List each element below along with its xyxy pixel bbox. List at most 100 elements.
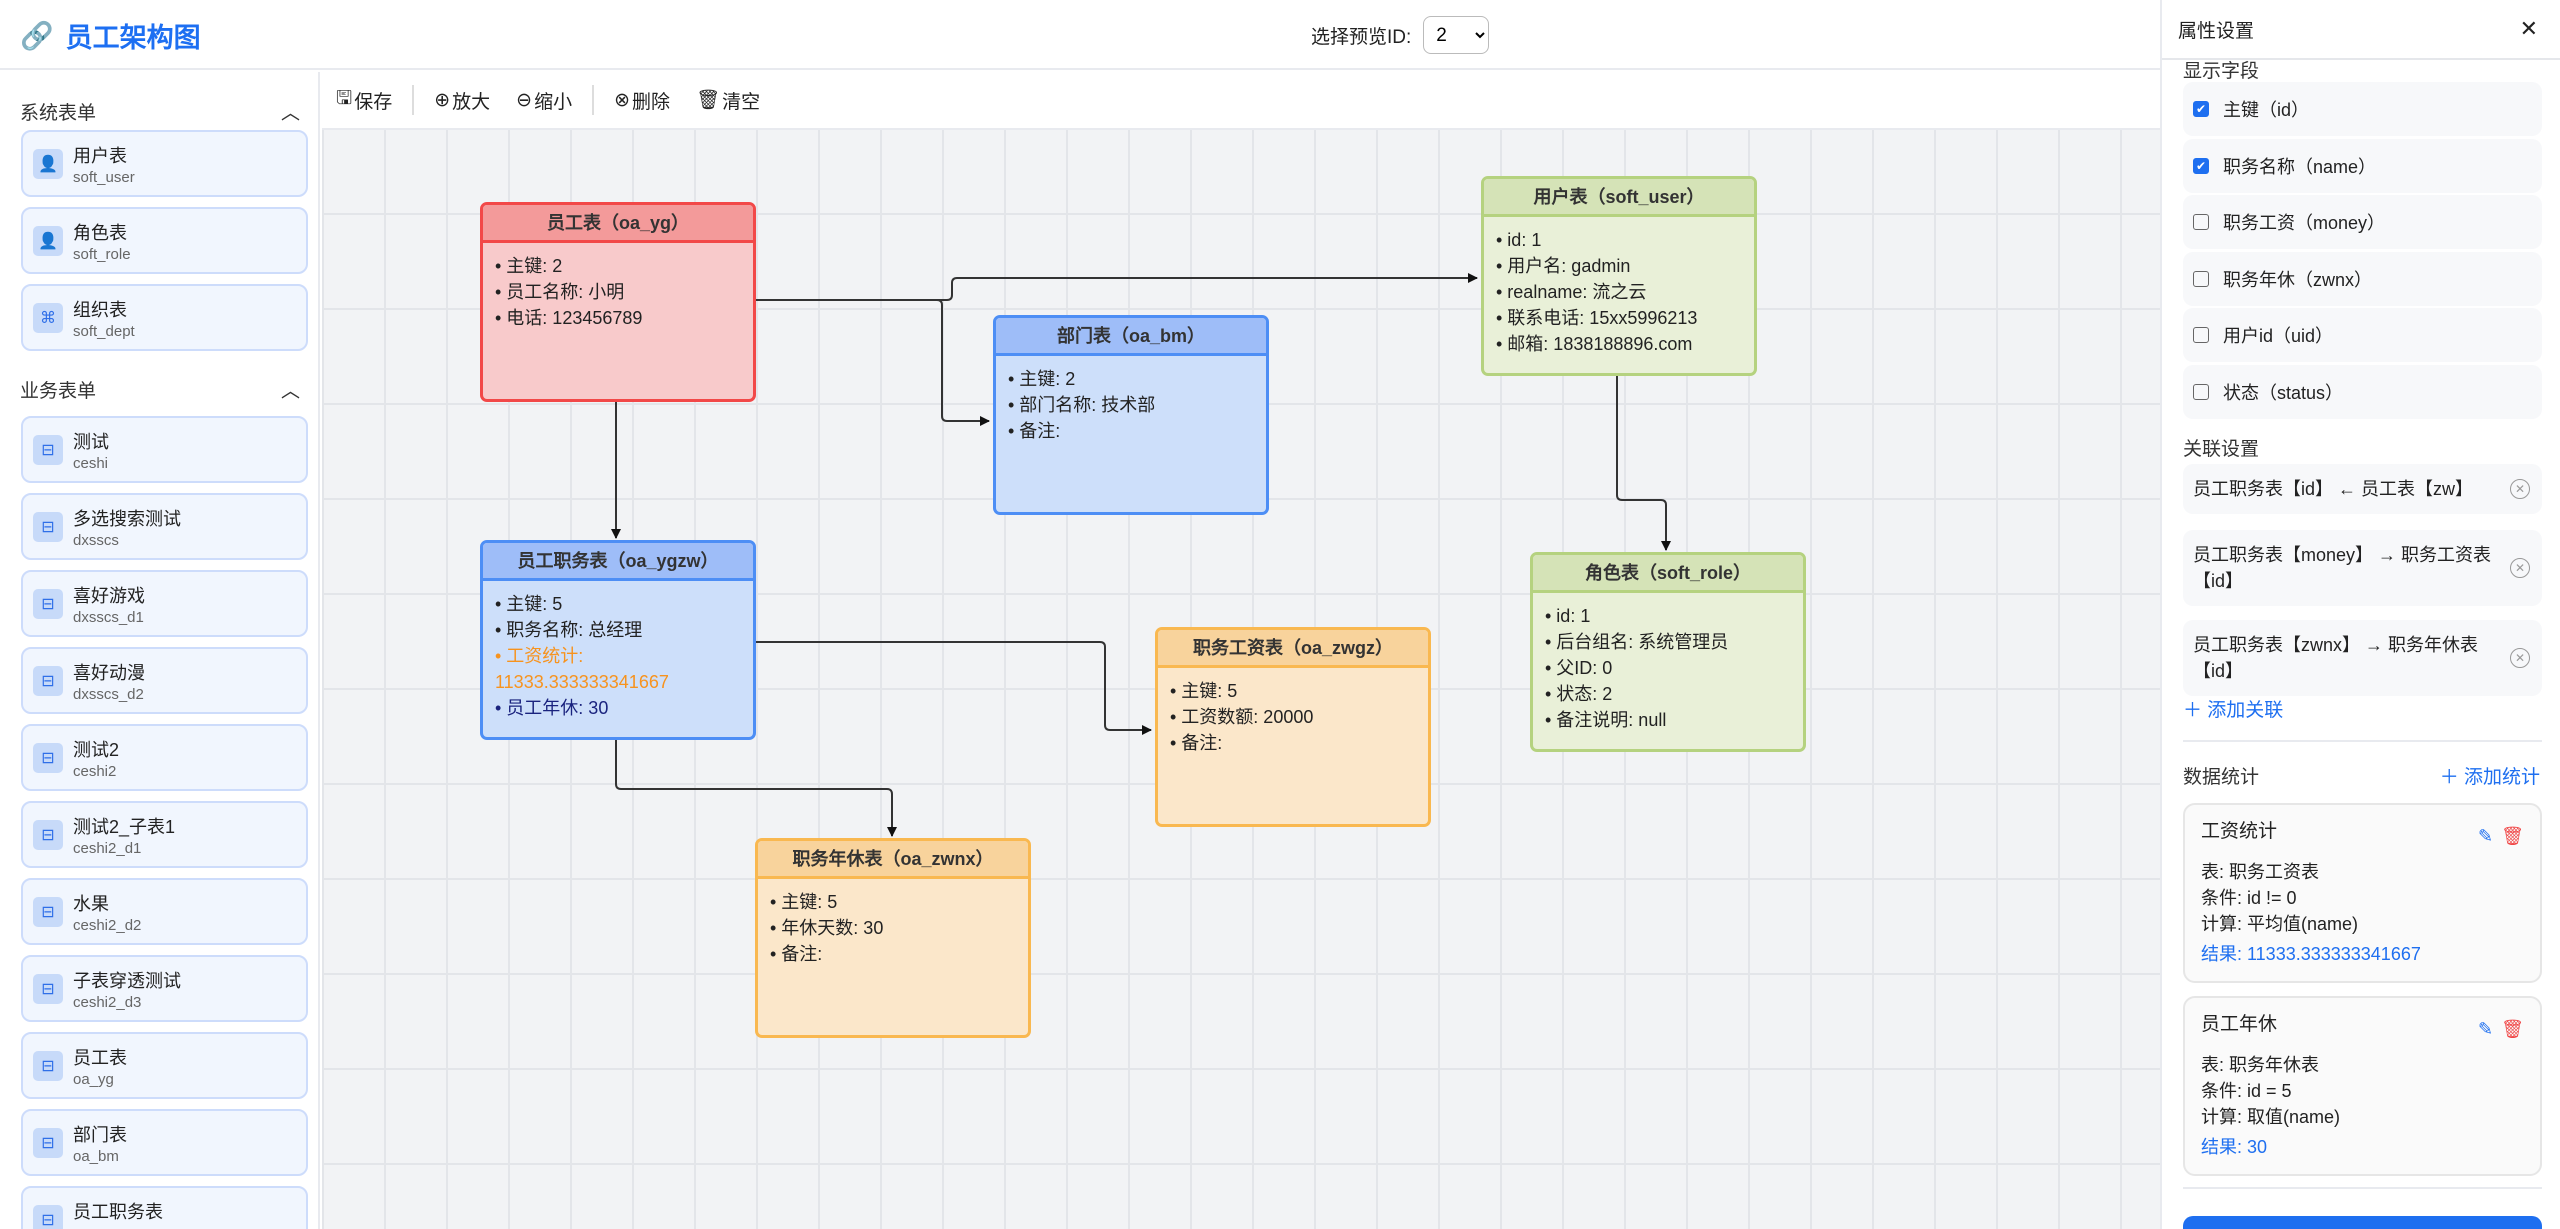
zoom-out-button[interactable]: ⊖缩小 — [516, 87, 572, 114]
edge-oa_yg-to-soft_user[interactable] — [754, 278, 1477, 300]
add-relation-button[interactable]: ＋ 添加关联 — [2183, 695, 2283, 722]
section-title: 业务表单 — [20, 376, 96, 403]
trash-icon: 🗑 — [696, 88, 720, 112]
divider — [2183, 740, 2542, 742]
person-icon: 👤 — [33, 226, 63, 256]
edge-oa_ygzw-to-oa_zwnx[interactable] — [616, 740, 892, 836]
edge-oa_yg-to-oa_bm[interactable] — [754, 300, 989, 421]
stats-title: 数据统计 — [2183, 762, 2259, 789]
node-oa_zwgz[interactable]: 职务工资表（oa_zwgz）• 主键: 5• 工资数额: 20000• 备注: — [1155, 627, 1431, 827]
sidebar-item-ceshi2[interactable]: ⊟测试2ceshi2 — [21, 724, 308, 791]
checkbox[interactable] — [2193, 327, 2209, 343]
submit-button[interactable] — [2183, 1216, 2542, 1229]
stat-card: 工资统计✎🗑表: 职务工资表条件: id != 0计算: 平均值(name)结果… — [2183, 803, 2542, 983]
sidebar-item-dxsscs_d2[interactable]: ⊟喜好动漫dxsscs_d2 — [21, 647, 308, 714]
label: 清空 — [722, 87, 760, 114]
item-code: soft_user — [73, 169, 135, 186]
remove-relation-icon[interactable]: ✕ — [2510, 558, 2530, 578]
checkbox[interactable] — [2193, 271, 2209, 287]
clear-button[interactable]: 🗑清空 — [696, 87, 760, 114]
item-name: 测试2_子表1 — [73, 813, 175, 839]
node-soft_role[interactable]: 角色表（soft_role）• id: 1• 后台组名: 系统管理员• 父ID:… — [1530, 552, 1806, 752]
node-field: • 主键: 5 — [495, 591, 741, 617]
node-oa_zwnx[interactable]: 职务年休表（oa_zwnx）• 主键: 5• 年休天数: 30• 备注: — [755, 838, 1031, 1038]
edit-icon[interactable]: ✎ — [2478, 1016, 2493, 1042]
app-title: 🔗 员工架构图 — [20, 16, 201, 55]
item-name: 喜好游戏 — [73, 582, 145, 608]
save-icon: 🖫 — [336, 84, 352, 116]
node-title: 员工表（oa_yg） — [483, 205, 753, 243]
sidebar-item-ceshi2_d2[interactable]: ⊟水果ceshi2_d2 — [21, 878, 308, 945]
item-code: ceshi2_d2 — [73, 917, 141, 934]
sidebar-item-dxsscs[interactable]: ⊟ 多选搜索测试dxsscs — [21, 493, 308, 560]
checkbox[interactable] — [2193, 384, 2209, 400]
field-label: 状态（status） — [2223, 379, 2343, 405]
checkbox[interactable]: ✔ — [2193, 101, 2209, 117]
checkbox[interactable]: ✔ — [2193, 158, 2209, 174]
form-icon: ⊟ — [33, 1128, 63, 1158]
delete-icon[interactable]: 🗑 — [2501, 1016, 2524, 1042]
zoom-in-button[interactable]: ⊕放大 — [434, 87, 490, 114]
sidebar-item-oa_yg[interactable]: ⊟员工表oa_yg — [21, 1032, 308, 1099]
node-field: • 工资统计: 11333.333333341667 — [495, 643, 741, 695]
node-oa_ygzw[interactable]: 员工职务表（oa_ygzw）• 主键: 5• 职务名称: 总经理• 工资统计: … — [480, 540, 756, 740]
item-name: 水果 — [73, 890, 109, 916]
node-field: • 备注: — [1170, 730, 1416, 756]
item-name: 喜好动漫 — [73, 659, 145, 685]
field-row[interactable]: ✔职务名称（name） — [2183, 139, 2542, 193]
preview-id-select[interactable]: 2 — [1423, 16, 1489, 54]
sidebar-item-oa_ygzw[interactable]: ⊟员工职务表 — [21, 1186, 308, 1229]
item-name: 多选搜索测试 — [73, 505, 181, 531]
add-stat-button[interactable]: ＋ 添加统计 — [2440, 762, 2540, 789]
sidebar-item-soft_dept[interactable]: ⌘组织表soft_dept — [21, 284, 308, 351]
business-forms-header[interactable]: 业务表单 ︿ — [20, 376, 300, 403]
node-soft_user[interactable]: 用户表（soft_user）• id: 1• 用户名: gadmin• real… — [1481, 176, 1757, 376]
org-icon: ⌘ — [33, 303, 63, 333]
system-forms-header[interactable]: 系统表单︿ — [20, 98, 300, 125]
remove-relation-icon[interactable]: ✕ — [2510, 648, 2530, 668]
title-text: 员工架构图 — [66, 16, 201, 55]
chevron-up-icon[interactable]: ︿ — [281, 376, 300, 403]
save-button[interactable]: 🖫保存 — [336, 84, 392, 116]
checkbox[interactable] — [2193, 214, 2209, 230]
diagram-canvas[interactable]: 员工表（oa_yg）• 主键: 2• 员工名称: 小明• 电话: 1234567… — [322, 130, 2160, 1229]
item-name: 员工职务表 — [73, 1198, 163, 1224]
node-field: • realname: 流之云 — [1496, 279, 1742, 305]
sidebar-item-soft_user[interactable]: 👤用户表soft_user — [21, 130, 308, 197]
edit-icon[interactable]: ✎ — [2478, 823, 2493, 849]
node-field: • 员工名称: 小明 — [495, 279, 741, 305]
item-code: dxsscs — [73, 532, 119, 549]
edge-oa_ygzw-to-oa_zwgz[interactable] — [754, 642, 1151, 730]
sidebar-item-oa_bm[interactable]: ⊟部门表oa_bm — [21, 1109, 308, 1176]
delete-icon[interactable]: 🗑 — [2501, 823, 2524, 849]
field-row[interactable]: 状态（status） — [2183, 365, 2542, 419]
label: 保存 — [354, 87, 392, 114]
chevron-up-icon[interactable]: ︿ — [281, 98, 300, 125]
remove-relation-icon[interactable]: ✕ — [2510, 479, 2530, 499]
node-title: 部门表（oa_bm） — [996, 318, 1266, 356]
node-field: • 联系电话: 15xx5996213 — [1496, 305, 1742, 331]
fields-title: 显示字段 — [2183, 56, 2259, 83]
sidebar-item-ceshi2_d3[interactable]: ⊟子表穿透测试ceshi2_d3 — [21, 955, 308, 1022]
label: 添加关联 — [2207, 700, 2283, 721]
item-name: 用户表 — [73, 142, 127, 168]
sidebar-item-ceshi2_d1[interactable]: ⊟测试2_子表1ceshi2_d1 — [21, 801, 308, 868]
sidebar-item-soft_role[interactable]: 👤角色表soft_role — [21, 207, 308, 274]
plus-circle-icon: ⊕ — [434, 89, 450, 112]
edge-soft_user-to-soft_role[interactable] — [1617, 376, 1666, 550]
node-oa_yg[interactable]: 员工表（oa_yg）• 主键: 2• 员工名称: 小明• 电话: 1234567… — [480, 202, 756, 402]
sidebar-item-dxsscs_d1[interactable]: ⊟喜好游戏dxsscs_d1 — [21, 570, 308, 637]
field-row[interactable]: 职务年休（zwnx） — [2183, 252, 2542, 306]
field-row[interactable]: 用户id（uid） — [2183, 308, 2542, 362]
node-oa_bm[interactable]: 部门表（oa_bm）• 主键: 2• 部门名称: 技术部• 备注: — [993, 315, 1269, 515]
close-icon[interactable]: ✕ — [2520, 16, 2538, 42]
sidebar-item-ceshi[interactable]: ⊟测试ceshi — [21, 416, 308, 483]
field-row[interactable]: ✔主键（id） — [2183, 82, 2542, 136]
node-title: 职务年休表（oa_zwnx） — [758, 841, 1028, 879]
form-icon: ⊟ — [33, 512, 63, 542]
relation-row: 员工职务表【zwnx】 → 职务年休表【id】✕ — [2183, 620, 2542, 696]
node-field: • id: 1 — [1496, 227, 1742, 253]
field-row[interactable]: 职务工资（money） — [2183, 195, 2542, 249]
delete-button[interactable]: ⊗删除 — [614, 87, 670, 114]
node-field: • 主键: 5 — [770, 889, 1016, 915]
